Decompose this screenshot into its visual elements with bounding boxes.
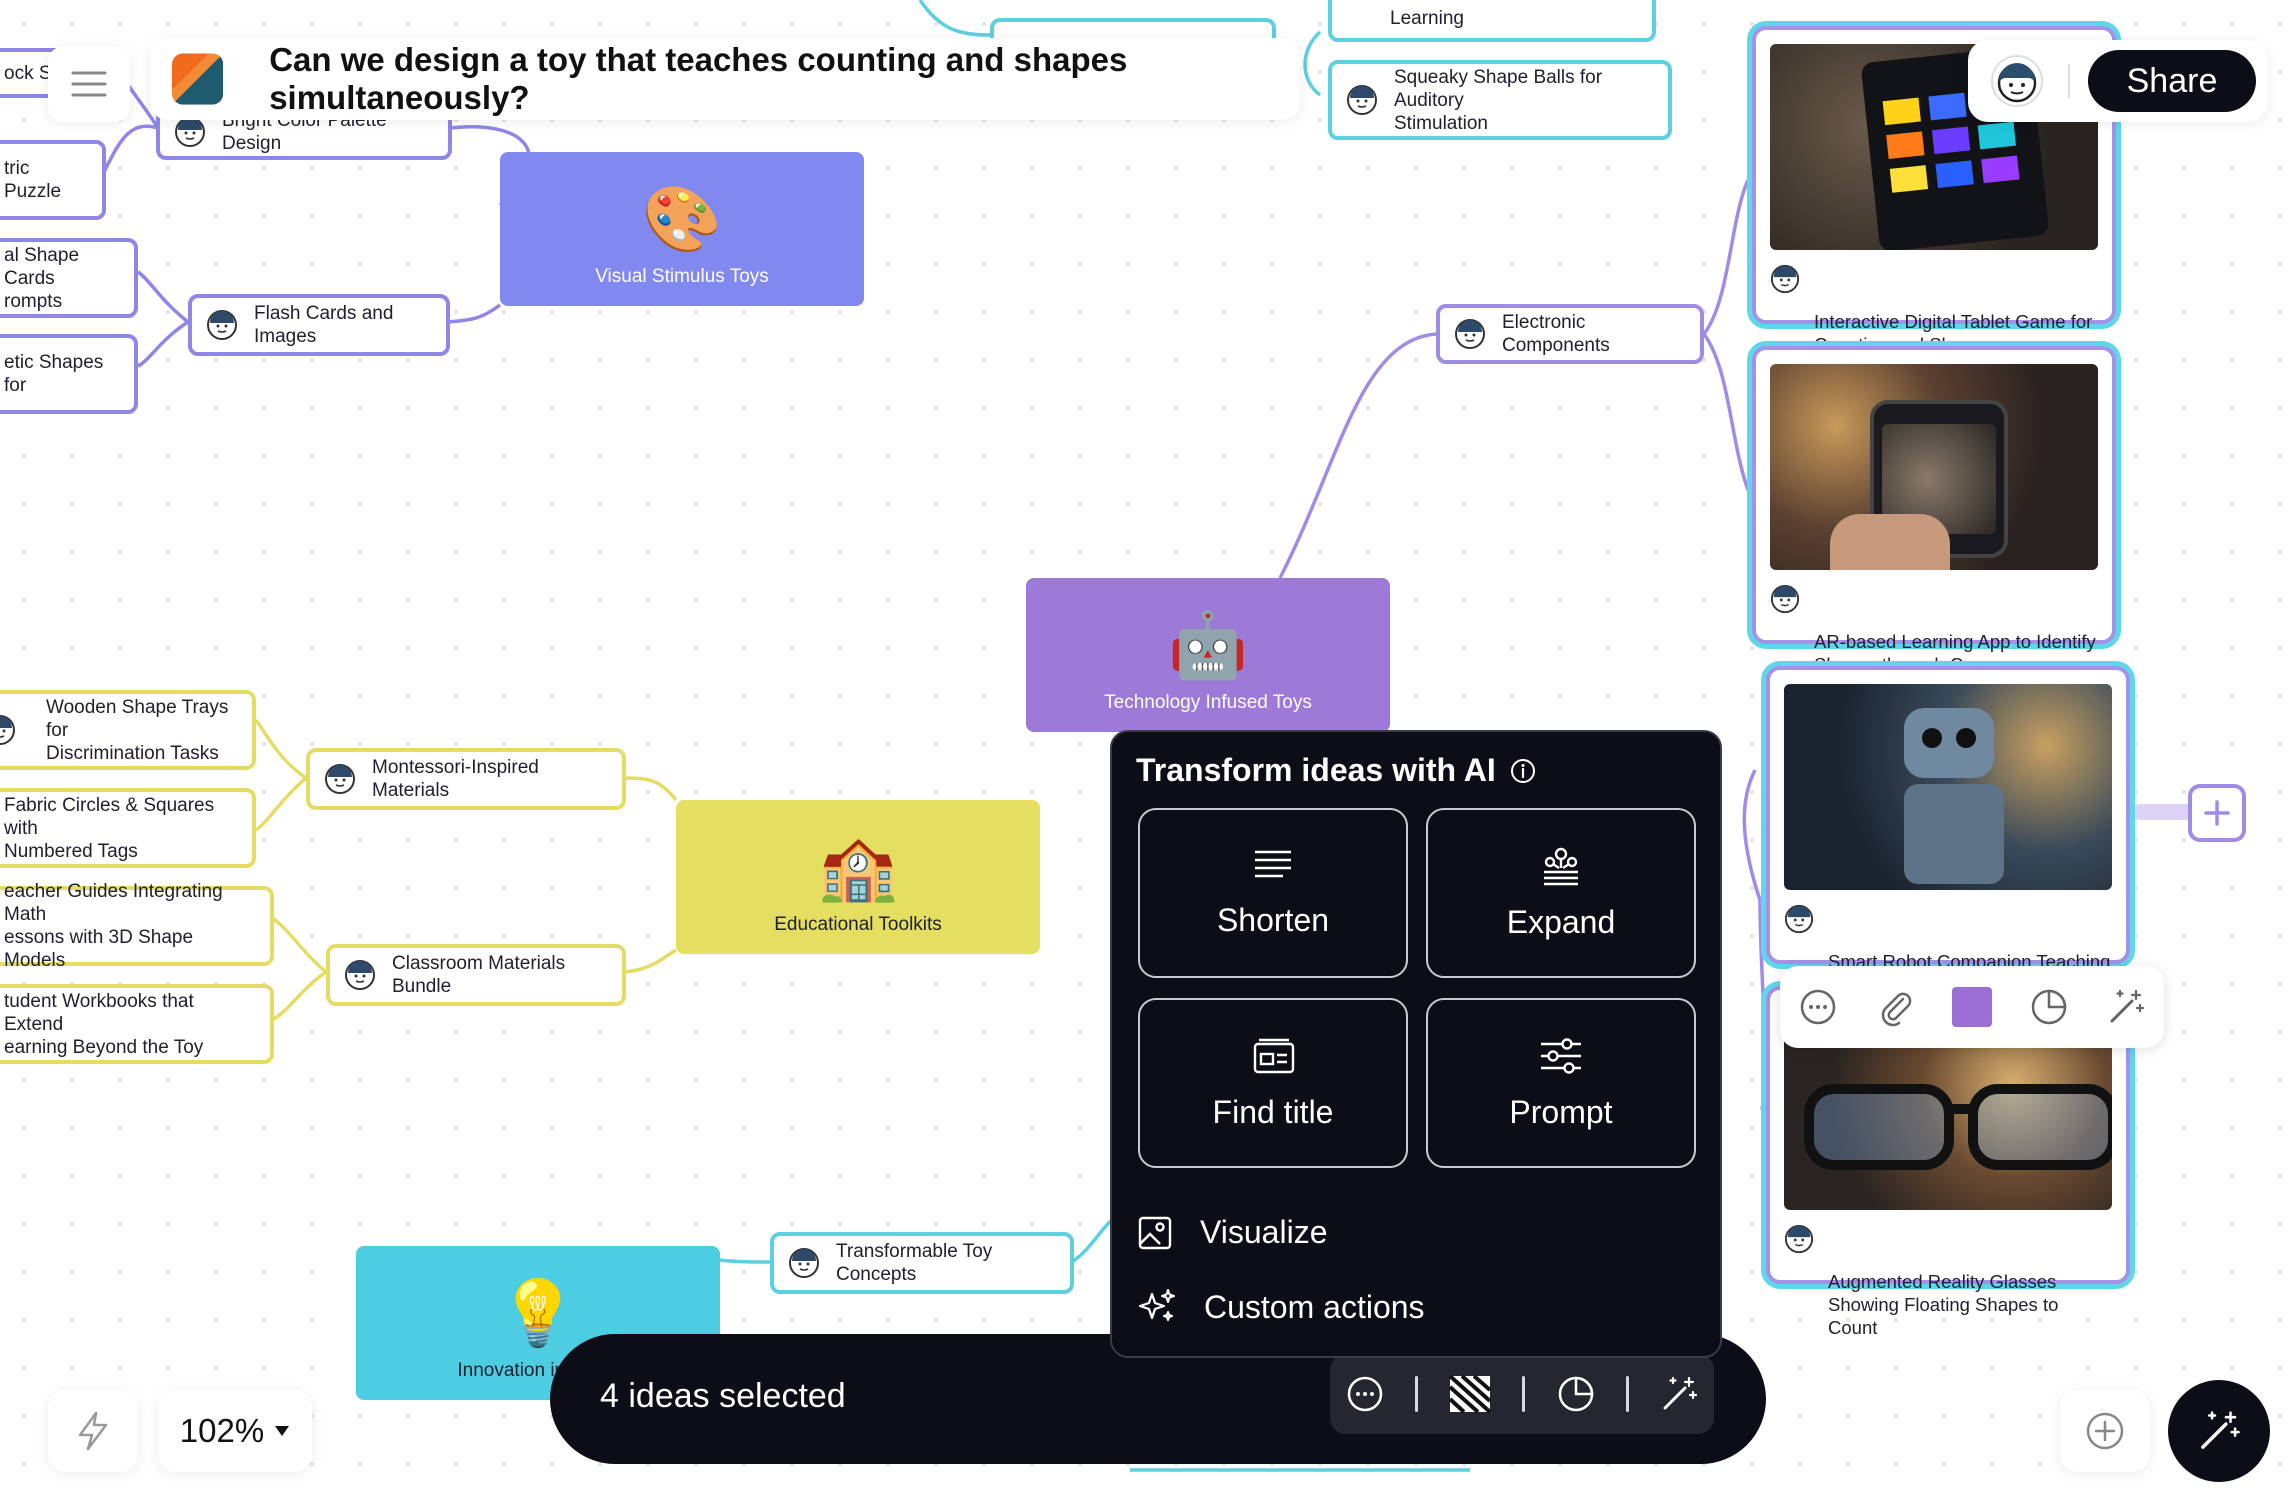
category-label: Technology Infused Toys [1104,692,1312,713]
lightbulb-icon: 💡 [498,1277,578,1349]
category-label: Visual Stimulus Toys [595,266,769,287]
magic-wand-icon[interactable] [1659,1374,1699,1414]
sparkles-icon [1138,1289,1175,1321]
image-card-robot-companion[interactable]: Smart Robot Companion Teaching Numbers a… [1766,666,2130,995]
card-caption: Interactive Digital Tablet Game for Coun… [1770,250,2098,356]
idea-node-electronic-components[interactable]: Electronic Components [1436,304,1704,364]
robot-icon: 🤖 [1168,609,1248,681]
pattern-fill-icon[interactable] [1448,1374,1492,1414]
share-toolbar: Share [1968,40,2268,122]
idea-node-squeaky-shape-balls[interactable]: Squeaky Shape Balls for Auditory Stimula… [1328,60,1672,140]
plus-circle-icon [2086,1412,2124,1450]
idea-face-icon [1784,904,1814,934]
idea-node-shape-cards[interactable]: al Shape Cards rompts [0,238,138,318]
idea-face-icon [789,1248,819,1278]
expand-button[interactable]: Expand [1426,808,1696,978]
node-toolbar [1780,966,2164,1048]
share-button[interactable]: Share [2088,50,2256,112]
idea-face-icon [0,715,15,745]
user-avatar-icon[interactable] [1990,54,2044,108]
color-swatch-button[interactable] [1951,987,1992,1027]
idea-face-icon [1347,85,1377,115]
idea-node-flash-cards[interactable]: Flash Cards and Images [188,294,450,356]
idea-node-montessori[interactable]: Montessori-Inspired Materials [306,748,626,810]
idea-node-wooden-shape-trays[interactable]: Wooden Shape Trays for Discrimination Ta… [0,690,256,770]
add-idea-button[interactable] [2060,1390,2150,1472]
expand-icon [1544,847,1578,885]
map-title[interactable]: Can we design a toy that teaches countin… [269,41,1128,116]
quick-actions-button[interactable] [48,1390,138,1472]
plus-icon [2204,800,2230,826]
ai-transform-panel: Transform ideas with AI Shorten Expand F… [1110,730,1722,1358]
ai-magic-button[interactable] [2168,1380,2270,1482]
robot-image [1784,684,2112,890]
school-icon: 🏫 [818,831,898,903]
prompt-button[interactable]: Prompt [1426,998,1696,1168]
more-options-icon[interactable] [1345,1374,1385,1414]
find-title-icon [1253,1038,1295,1073]
custom-actions-button[interactable]: Custom actions [1138,1288,1425,1326]
idea-node-learning[interactable]: Learning [1328,0,1656,42]
idea-node-fabric-circles[interactable]: Fabric Circles & Squares with Numbered T… [0,788,256,868]
idea-node-transformable-toys[interactable]: Transformable Toy Concepts [770,1232,1074,1294]
divider [1522,1376,1526,1412]
image-card-ar-app[interactable]: AR-based Learning App to Identify Shapes… [1752,346,2116,675]
add-child-node-button[interactable] [2188,784,2246,842]
more-options-icon[interactable] [1798,987,1838,1027]
lightning-icon [78,1411,108,1451]
category-innovation-in-toy-design[interactable]: 💡 Innovation in Toy D [356,1246,720,1400]
divider [1625,1376,1629,1412]
category-technology-infused-toys[interactable]: 🤖 Technology Infused Toys [1026,578,1390,732]
idea-face-icon [1784,1224,1814,1254]
sliders-icon [1541,1037,1581,1074]
magic-wand-icon[interactable] [2106,987,2146,1027]
category-educational-toolkits[interactable]: 🏫 Educational Toolkits [676,800,1040,954]
image-icon [1138,1216,1172,1249]
category-visual-stimulus-toys[interactable]: 🎨 Visual Stimulus Toys [500,152,864,306]
caret-down-icon [275,1426,290,1436]
find-title-button[interactable]: Find title [1138,998,1408,1168]
category-label: Educational Toolkits [774,914,942,935]
palette-icon: 🎨 [642,183,722,255]
shorten-button[interactable]: Shorten [1138,808,1408,978]
divider [2068,64,2070,98]
divider [1415,1376,1419,1412]
card-caption: Augmented Reality Glasses Showing Floati… [1784,1210,2112,1339]
idea-face-icon [175,117,205,147]
info-icon[interactable] [1510,758,1536,784]
selection-tools [1330,1354,1714,1434]
selection-count: 4 ideas selected [600,1377,846,1415]
idea-node-student-workbooks[interactable]: tudent Workbooks that Extend earning Bey… [0,984,274,1064]
shape-style-icon[interactable] [2029,987,2069,1027]
idea-node-metric-puzzle[interactable]: tric Puzzle [0,140,106,220]
zoom-control[interactable]: 102% [158,1390,312,1472]
attachment-icon[interactable] [1875,987,1915,1027]
hamburger-menu-icon [71,71,107,97]
menu-button[interactable] [48,46,130,122]
app-logo-icon[interactable] [172,51,224,107]
idea-node-classroom-bundle[interactable]: Classroom Materials Bundle [326,944,626,1006]
visualize-button[interactable]: Visualize [1138,1214,1327,1251]
shape-style-icon[interactable] [1556,1374,1596,1414]
idea-face-icon [345,960,375,990]
ar-phone-image [1770,364,2098,570]
idea-node-tactile-shapes[interactable]: etic Shapes for [0,334,138,414]
idea-face-icon [1455,319,1485,349]
idea-face-icon [207,310,237,340]
idea-face-icon [1770,264,1800,294]
ai-panel-title: Transform ideas with AI [1136,752,1536,789]
zoom-level: 102% [179,1412,265,1449]
idea-face-icon [325,764,355,794]
map-title-bar: Can we design a toy that teaches countin… [150,38,1300,120]
idea-node-teacher-guides[interactable]: eacher Guides Integrating Math essons wi… [0,881,274,971]
magic-wand-icon [2201,1411,2240,1449]
shorten-icon [1255,850,1291,877]
card-caption: AR-based Learning App to Identify Shapes… [1770,570,2098,676]
idea-face-icon [1770,584,1800,614]
